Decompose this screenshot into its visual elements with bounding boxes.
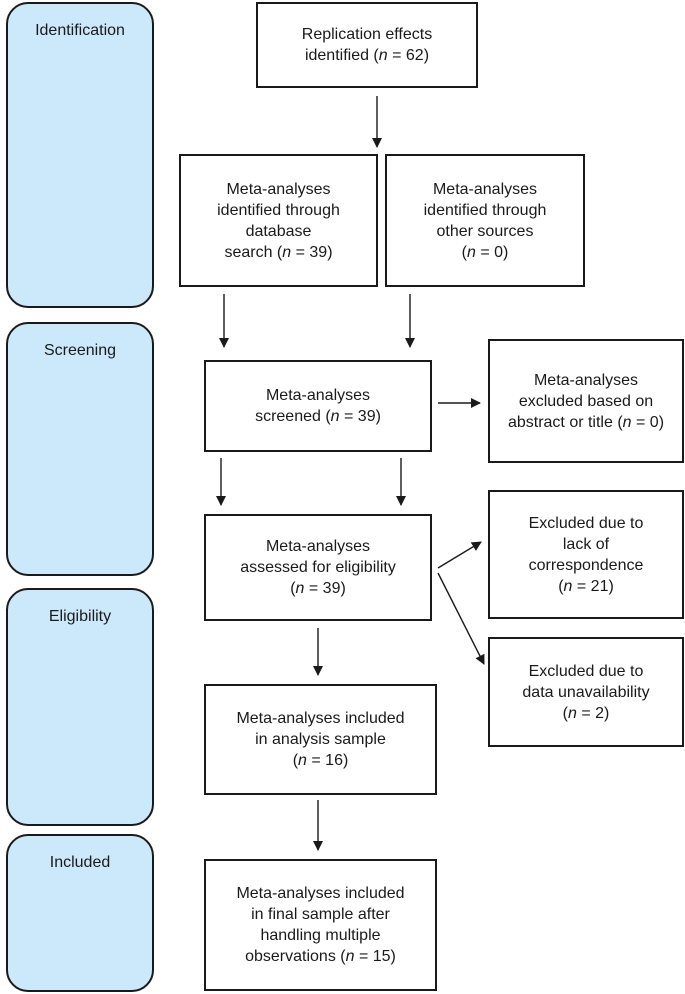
box-analysis-sample: Meta-analyses included in analysis sampl… xyxy=(204,684,437,795)
stage-screening: Screening xyxy=(6,322,154,576)
arrow-eligibility-to-correspondence xyxy=(437,541,482,569)
stage-label: Included xyxy=(49,854,111,871)
box-excluded-correspondence: Excluded due to lack of correspondence (… xyxy=(488,490,684,619)
box-excluded-data: Excluded due to data unavailability (n =… xyxy=(488,637,684,747)
box-database-search: Meta-analyses identified through databas… xyxy=(179,154,378,287)
box-eligibility: Meta-analyses assessed for eligibility (… xyxy=(204,514,432,621)
stage-label: Screening xyxy=(43,342,117,359)
stage-eligibility: Eligibility xyxy=(6,588,154,826)
box-screened: Meta-analyses screened (n = 39) xyxy=(204,360,432,452)
box-replication-effects: Replication effects identified (n = 62) xyxy=(256,2,478,88)
arrow-eligibility-to-data xyxy=(437,572,485,665)
stage-identification: Identification xyxy=(6,2,154,308)
stage-included: Included xyxy=(6,834,154,992)
stage-label: Identification xyxy=(35,22,125,39)
box-final-sample: Meta-analyses included in final sample a… xyxy=(204,859,437,991)
stage-label: Eligibility xyxy=(48,608,112,625)
box-excluded-abstract: Meta-analyses excluded based on abstract… xyxy=(488,339,684,463)
box-other-sources: Meta-analyses identified through other s… xyxy=(385,154,585,287)
